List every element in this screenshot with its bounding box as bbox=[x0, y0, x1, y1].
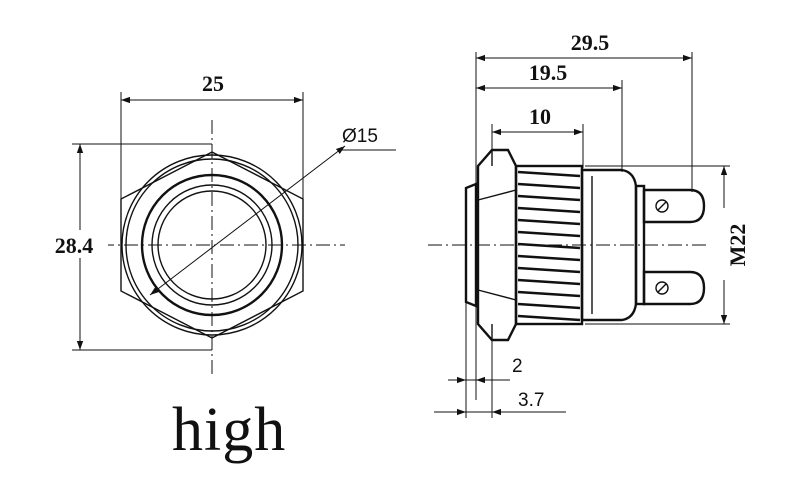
diameter-leader-line bbox=[149, 145, 346, 296]
m22-dimension-label: M22 bbox=[725, 224, 750, 267]
head-thickness-dimension-label: 3.7 bbox=[518, 390, 544, 411]
lower-terminal bbox=[642, 270, 706, 306]
thread-line bbox=[517, 182, 581, 190]
m22-label-mask bbox=[712, 208, 738, 280]
upper-terminal bbox=[642, 188, 706, 224]
upper-terminal-hole bbox=[655, 199, 669, 213]
thread-line bbox=[517, 278, 581, 286]
thread-line bbox=[517, 302, 581, 310]
thread-line bbox=[517, 170, 581, 178]
threaded-body bbox=[514, 164, 584, 326]
width-dimension-label: 25 bbox=[202, 71, 224, 96]
thread-line bbox=[517, 230, 581, 238]
caption-text: high bbox=[172, 396, 286, 464]
thread-line bbox=[517, 194, 581, 202]
thread-line bbox=[517, 242, 581, 250]
front-view: 25 28.4 Ø15 bbox=[42, 71, 396, 378]
lower-terminal-hole bbox=[655, 281, 669, 295]
thread-line bbox=[517, 290, 581, 298]
lower-terminal-hole-mark bbox=[657, 283, 667, 293]
lower-terminal-lug bbox=[642, 270, 706, 306]
thread-line bbox=[517, 254, 581, 262]
nut-thickness-dimension-label: 2 bbox=[512, 356, 523, 377]
height-dimension-label: 28.4 bbox=[55, 233, 94, 258]
height-label-mask bbox=[42, 230, 108, 258]
thread-line bbox=[517, 266, 581, 274]
nut-flat-lower bbox=[477, 289, 517, 301]
thread-line bbox=[517, 206, 581, 214]
thread-length-dimension-label: 10 bbox=[529, 104, 551, 129]
thread-line bbox=[517, 218, 581, 226]
upper-terminal-lug bbox=[642, 188, 706, 224]
thread-line bbox=[517, 314, 581, 322]
body-length-dimension-label: 19.5 bbox=[529, 60, 568, 85]
upper-terminal-hole-mark bbox=[657, 201, 667, 211]
side-view: M22 29.5 19.5 10 2 3.7 bbox=[428, 30, 750, 418]
nut-flat-upper bbox=[477, 189, 517, 201]
total-length-dimension-label: 29.5 bbox=[571, 30, 610, 55]
diameter-dimension-label: Ø15 bbox=[342, 126, 378, 147]
terminal-base bbox=[634, 184, 646, 306]
